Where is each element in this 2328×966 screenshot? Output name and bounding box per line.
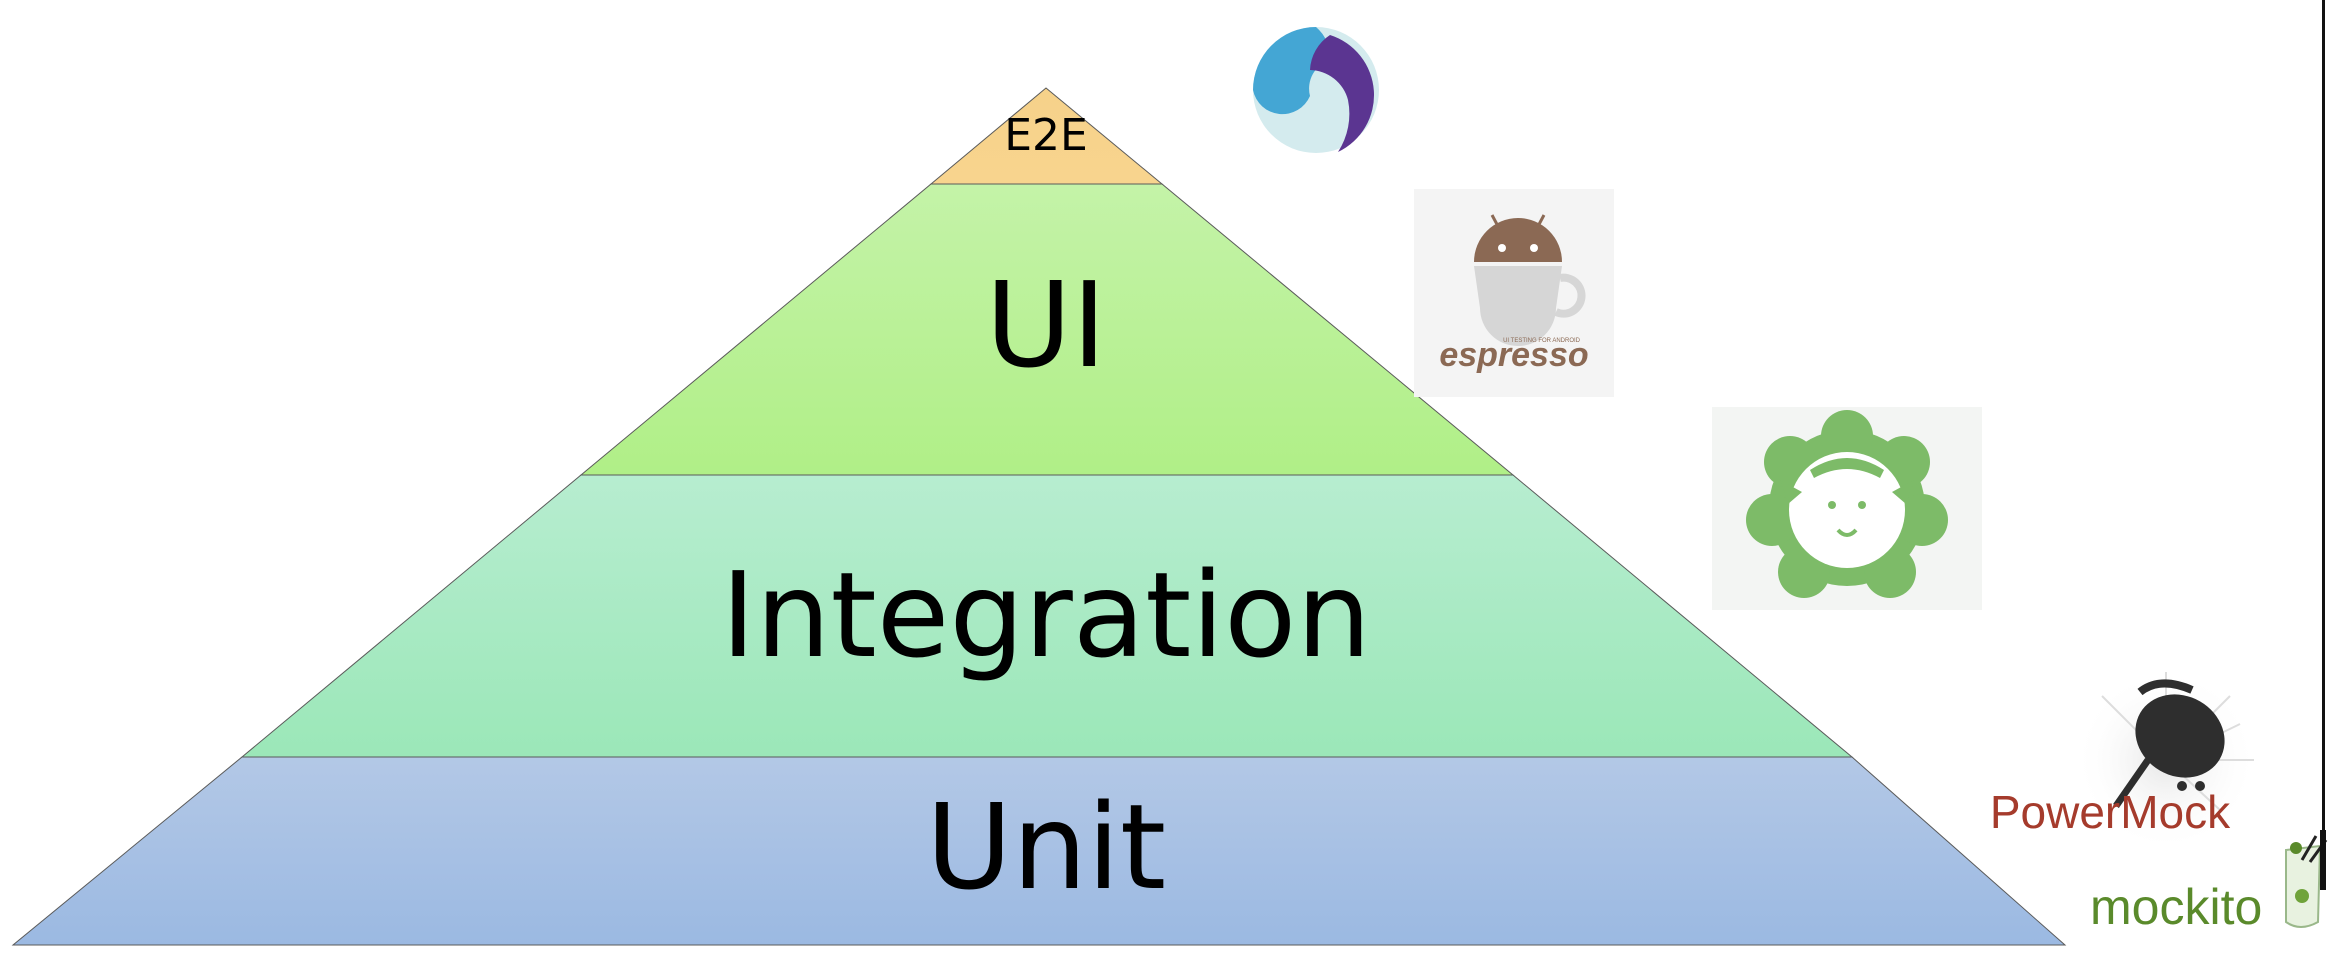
tier-label-integration: Integration (721, 546, 1371, 684)
tier-label-ui: UI (985, 256, 1106, 394)
robolectric-logo (1253, 27, 1379, 153)
pyramid-tier-unit (11, 756, 2067, 946)
espresso-tagline: UI TESTING FOR ANDROID (1503, 338, 1581, 344)
mockito-wordmark: mockito (2090, 879, 2262, 935)
mockito-logo: mockito (2090, 835, 2328, 935)
slide-edge-rule (2322, 0, 2325, 830)
tier-label-unit: Unit (926, 778, 1166, 916)
sheep-logo (1712, 407, 1982, 610)
espresso-logo: UI TESTING FOR ANDROID espresso (1414, 189, 1614, 397)
slide-edge-rule-lower (2320, 830, 2326, 890)
tier-label-e2e: E2E (1004, 110, 1088, 161)
powermock-logo: PowerMock (1990, 668, 2258, 852)
powermock-wordmark: PowerMock (1990, 786, 2231, 838)
espresso-wordmark: espresso (1439, 336, 1588, 374)
